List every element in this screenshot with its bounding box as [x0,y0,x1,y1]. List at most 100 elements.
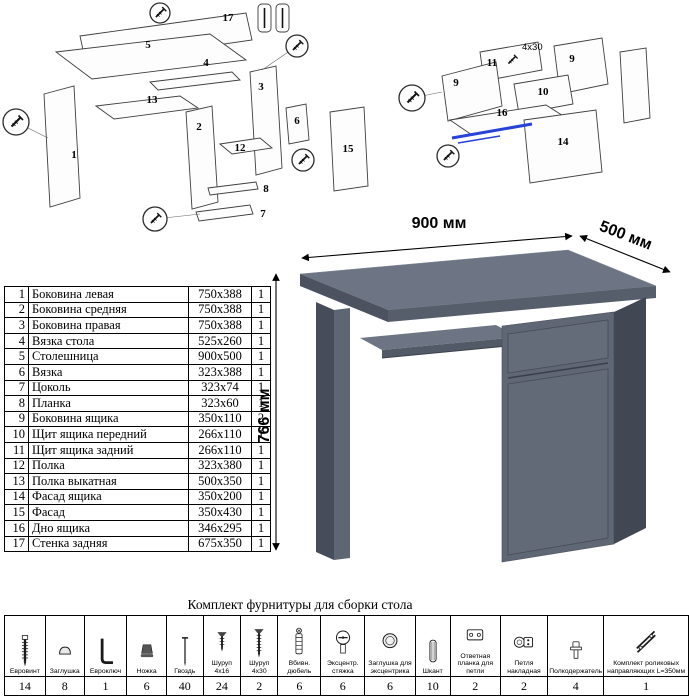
panel-tsokol [195,204,254,222]
hardware-item: Комплект роликовых направляющих L=350мм [603,615,689,677]
parts-cell-name: Боковина правая [28,317,189,334]
keyboard-tray-front [382,337,518,358]
desk-top-left-edge [300,274,388,322]
parts-cell-num: 10 [4,426,29,443]
hardware-item-label: Комплект роликовых направляющих L=350мм [607,660,686,675]
hardware-item-qty: 4 [547,676,605,696]
hardware-item-label: Ножка [136,667,157,675]
parts-cell-num: 5 [4,348,29,365]
desk-left-panel-side [316,302,334,560]
tray-rail-line [381,344,519,359]
panel-left-side [43,85,81,208]
parts-cell-size: 500x350 [188,473,252,490]
parts-cell-qty: 1 [251,535,271,553]
parts-cell-num: 8 [4,395,29,412]
hardware-item-qty: 1 [603,676,689,696]
parts-cell-size: 900x500 [188,348,252,365]
drawer-exploded-panels [441,37,651,184]
parts-cell-size: 675x350 [188,535,252,553]
hardware-item: Полкодержатель [547,615,605,677]
parts-cell-name: Щит ящика передний [28,426,189,443]
part-label-15: 15 [343,143,355,155]
parts-cell-name: Планка [28,395,189,412]
part-label-8: 8 [263,183,269,195]
parts-cell-name: Стенка задняя [28,535,189,553]
part-label-10: 10 [538,86,550,98]
part-label-16: 16 [497,107,509,119]
hardware-item-qty: 6 [364,676,416,696]
part-label-9a: 9 [453,77,459,89]
parts-cell-name: Фасад ящика [28,488,189,506]
parts-cell-num: 2 [4,301,29,319]
hardware-item-label: Заглушка [49,667,80,675]
parts-cell-size: 346x295 [188,519,252,537]
hinge-icon [511,626,537,660]
panel-cross-strip [149,71,241,91]
parts-cell-size: 323x388 [188,363,252,381]
part-label-17: 17 [223,12,235,24]
parts-cell-num: 15 [4,504,29,521]
hardware-item: Гвоздь [165,615,204,677]
hardware-item-label: Петля накладная [507,660,541,675]
parts-cell-num: 16 [4,519,29,537]
desk-top-front-edge [388,286,656,322]
panel-drawer-front-shield [513,74,574,115]
hardware-item-qty: 2 [449,676,501,696]
hardware-item: Евровинт [4,615,46,677]
hardware-item-label: Евровинт [9,667,40,675]
parts-cell-size: 323x380 [188,457,252,475]
cabinet-door [507,368,609,556]
panel-middle-side [185,105,219,210]
panel-rollout-shelf [94,95,200,120]
hardware-item-qty: 2 [499,676,549,696]
cam-cap-icon [377,626,403,660]
part-label-7: 7 [260,208,266,220]
parts-cell-size: 525x260 [188,332,252,350]
parts-cell-num: 6 [4,363,29,381]
panel-facade [329,106,369,192]
hardware-item-label: Эксцентр. стяжка [327,660,359,675]
hardware-item-qty: 24 [202,676,242,696]
part-label-6: 6 [294,115,300,127]
parts-cell-num: 1 [4,286,29,303]
hardware-item-label: Шуруп 4x30 [249,660,270,675]
drawer-part-labels: 9 11 9 10 16 14 4x30 [453,42,575,148]
hardware-item: Петля накладная [499,615,549,677]
parts-cell-name: Вязка [28,363,189,381]
hardware-item: Шуруп 4x30 [240,615,279,677]
parts-cell-size: 750x388 [188,317,252,334]
roller-guide-highlight-2 [457,135,501,144]
hinge-plate-icon [462,619,488,653]
hardware-item-label: Вбивн. дюбель [287,660,312,675]
parts-cell-size: 266x110 [188,441,252,459]
hardware-item-qty: 10 [414,676,451,696]
panel-desktop [54,33,248,80]
hardware-item-qty: 14 [4,676,46,696]
parts-cell-name: Цоколь [28,379,189,397]
hardware-item-qty: 1 [83,676,128,696]
parts-cell-num: 7 [4,379,29,397]
screw-short-icon [209,626,235,660]
part-label-11: 11 [487,57,497,69]
parts-cell-num: 9 [4,410,29,428]
hardware-item-qty: 6 [277,676,322,696]
part-label-5: 5 [145,39,151,51]
assembled-desk-render: 900 мм 500 мм 766 мм [256,215,671,563]
parts-cell-name: Дно ящика [28,519,189,537]
hardware-item: Ножка [126,615,167,677]
drive-dowel-icon [286,626,312,660]
hardware-item: Вбивн. дюбель [277,615,322,677]
parts-cell-qty: 1 [251,286,271,303]
